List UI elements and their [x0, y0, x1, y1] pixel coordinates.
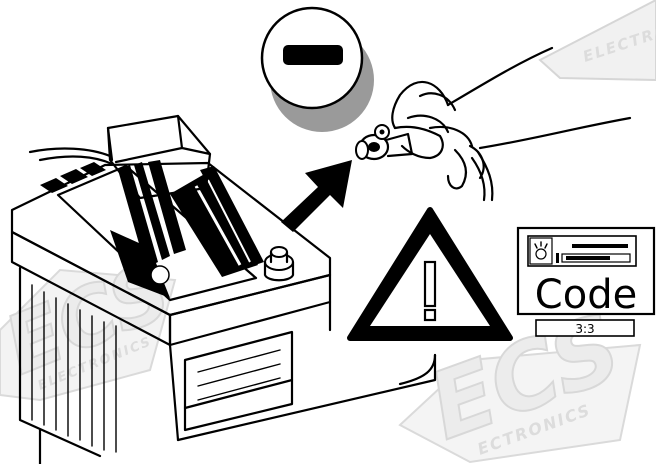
- code-value: 3:3: [575, 322, 594, 336]
- watermark-top-right: ELECTRO: [540, 0, 656, 80]
- display-panel: Code 3:3: [518, 228, 654, 336]
- warning-icon: [350, 210, 510, 338]
- code-label: Code: [535, 272, 637, 318]
- arrow-icon: [281, 160, 352, 232]
- negative-terminal-icon: [262, 8, 374, 132]
